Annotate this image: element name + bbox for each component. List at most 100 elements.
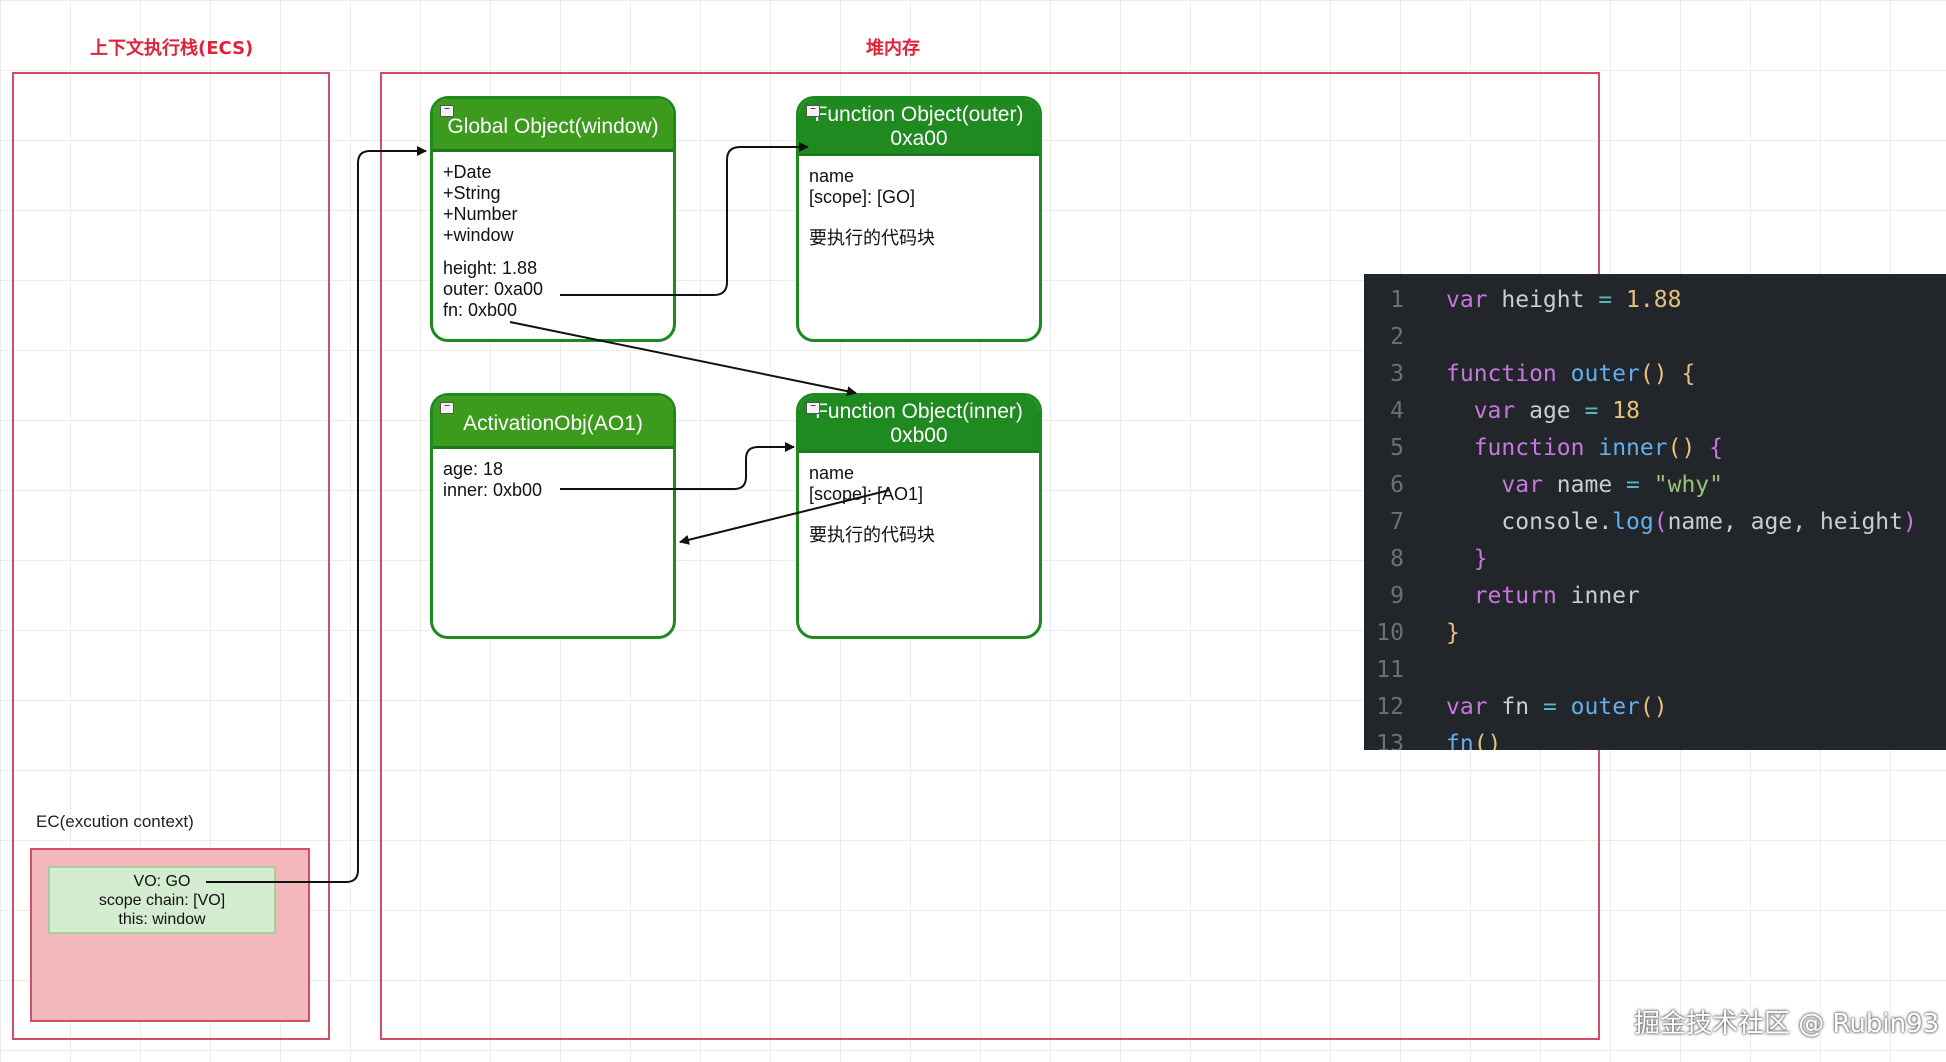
watermark: 掘金技术社区 @ Rubin93 — [1634, 1009, 1940, 1039]
code-token: = — [1598, 287, 1613, 313]
code-token: inner — [1598, 435, 1668, 461]
code-token: outer — [1570, 694, 1640, 720]
line-number: 2 — [1390, 324, 1404, 350]
activation-object-body: age: 18 inner: 0xb00 — [433, 449, 673, 511]
line-number: 7 — [1390, 509, 1404, 535]
code-token: { — [1681, 361, 1696, 387]
code-token: log — [1612, 509, 1654, 535]
code-token: ) — [1902, 509, 1917, 535]
global-object-header: − Global Object(window) — [433, 99, 673, 152]
code-line: 4 var age = 18 — [1364, 393, 1640, 430]
function-object-outer-address: 0xa00 — [890, 127, 948, 150]
code-token: return — [1473, 583, 1557, 609]
code-token: outer — [1570, 361, 1640, 387]
code-token: ( — [1653, 509, 1668, 535]
code-line: 10} — [1364, 615, 1460, 652]
function-object-outer-header: − Function Object(outer) 0xa00 — [799, 99, 1039, 156]
code-token: "why" — [1653, 472, 1723, 498]
code-line: 6 var name = "why" — [1364, 467, 1723, 504]
code-token: function — [1473, 435, 1585, 461]
code-token: () — [1639, 694, 1668, 720]
outer-row: 要执行的代码块 — [809, 228, 935, 248]
code-token: age — [1515, 398, 1585, 424]
function-object-outer-title: Function Object(outer) — [814, 103, 1024, 126]
code-token — [1557, 361, 1571, 387]
code-line: 7 console.log(name, age, height) — [1364, 504, 1917, 541]
collapse-icon[interactable]: − — [440, 402, 454, 414]
arrow-scope-to-ao1 — [679, 489, 891, 545]
code-token — [1668, 361, 1682, 387]
code-token: = — [1626, 472, 1640, 498]
code-token: height — [1487, 287, 1599, 313]
function-object-inner-header: − Function Object(inner) 0xb00 — [799, 396, 1039, 453]
global-row: +String — [443, 183, 501, 203]
code-token: name — [1542, 472, 1627, 498]
line-number: 9 — [1390, 583, 1404, 609]
global-row: +window — [443, 225, 514, 245]
global-row: fn: 0xb00 — [443, 300, 518, 320]
code-line: 1 var height = 1.88 — [1364, 282, 1681, 319]
code-token — [1446, 546, 1474, 572]
global-row: +Date — [443, 162, 492, 182]
code-line: 9 return inner — [1364, 578, 1640, 615]
global-object-body: +Date +String +Number +window height: 1.… — [433, 152, 673, 331]
code-token: } — [1446, 620, 1460, 646]
code-token — [1446, 583, 1474, 609]
ec-vo: VO: GO — [133, 873, 191, 890]
line-number: 1 — [1390, 287, 1404, 313]
collapse-icon[interactable]: − — [806, 402, 820, 414]
inner-row: 要执行的代码块 — [809, 525, 935, 545]
code-token: var — [1501, 472, 1543, 498]
line-number: 6 — [1390, 472, 1404, 498]
function-object-inner: − Function Object(inner) 0xb00 name [sco… — [796, 393, 1042, 639]
code-token: () — [1639, 361, 1668, 387]
code-token — [1446, 398, 1474, 424]
code-token: { — [1709, 435, 1724, 461]
outer-row: [scope]: [GO] — [809, 187, 916, 207]
activation-object-title: ActivationObj(AO1) — [463, 412, 643, 435]
ec-scope-chain: scope chain: [VO] — [98, 892, 226, 909]
function-object-inner-title: Function Object(inner) — [815, 400, 1023, 423]
code-token: 18 — [1612, 398, 1640, 424]
global-object-title: Global Object(window) — [447, 115, 659, 138]
code-token: console. — [1446, 509, 1613, 535]
global-row: outer: 0xa00 — [443, 279, 544, 299]
heap-title: 堆内存 — [866, 38, 920, 59]
code-line: 2 — [1364, 319, 1446, 356]
ec-this: this: window — [118, 911, 206, 928]
arrow-vo-to-global — [206, 146, 427, 883]
code-token: 1.88 — [1626, 287, 1682, 313]
code-token — [1598, 398, 1612, 424]
collapse-icon[interactable]: − — [440, 105, 454, 117]
line-number: 10 — [1376, 620, 1404, 646]
code-line: 8 } — [1364, 541, 1487, 578]
code-token — [1612, 287, 1626, 313]
code-token — [1584, 435, 1598, 461]
line-number: 11 — [1376, 657, 1404, 683]
code-token — [1446, 472, 1501, 498]
code-line: 11 — [1364, 652, 1446, 689]
inner-row: name — [809, 463, 855, 483]
code-token: = — [1542, 694, 1557, 720]
global-object: − Global Object(window) +Date +String +N… — [430, 96, 676, 342]
code-token: function — [1446, 361, 1557, 387]
code-token: () — [1473, 731, 1502, 750]
activation-object-header: − ActivationObj(AO1) — [433, 396, 673, 449]
code-token — [1446, 435, 1474, 461]
code-token: var — [1446, 287, 1488, 313]
code-token: = — [1584, 398, 1599, 424]
arrow-fn-to-inner — [509, 321, 857, 397]
function-object-outer: − Function Object(outer) 0xa00 name [sco… — [796, 96, 1042, 342]
code-token: var — [1446, 694, 1488, 720]
line-number: 5 — [1390, 435, 1404, 461]
code-token: name, age, height — [1667, 509, 1903, 535]
outer-row: name — [809, 166, 855, 186]
collapse-icon[interactable]: − — [806, 105, 820, 117]
arrow-ao1-inner-to-function-object — [560, 442, 795, 490]
ao1-row: age: 18 — [443, 459, 504, 479]
code-token — [1557, 694, 1571, 720]
